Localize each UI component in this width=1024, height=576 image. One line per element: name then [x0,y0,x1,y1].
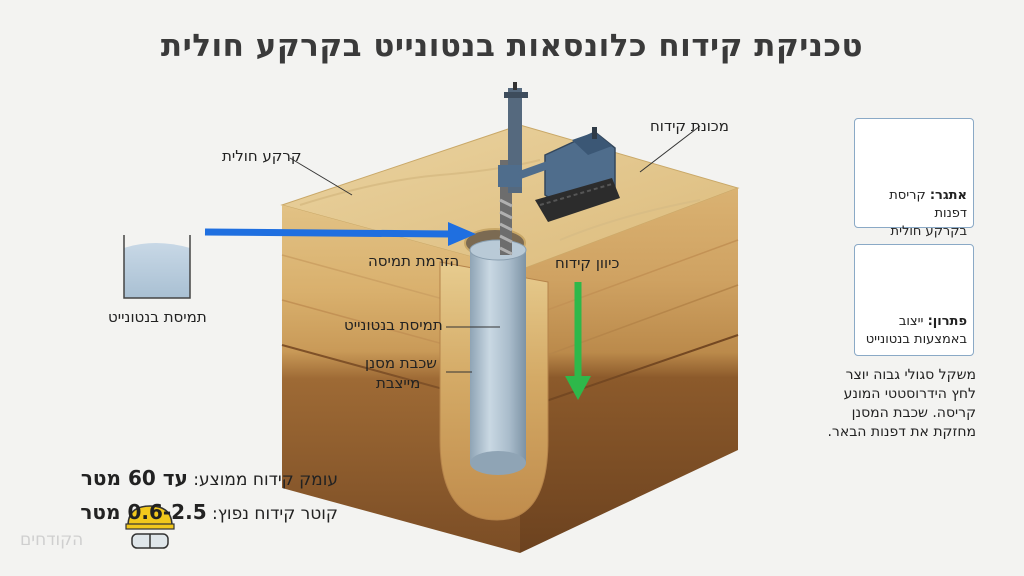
tank-icon [123,235,191,299]
soil-block-side [520,188,738,553]
label-bentonite-slurry: תמיסת בנטונייט [344,316,443,334]
challenge-line1: קריסת דפנות [889,188,967,221]
solution-text: פתרון: ייצוב באמצעות בנטונייט [855,313,967,349]
solution-key: פתרון: [927,314,967,329]
label-tank: תמיסת בנטונייט [108,308,207,326]
solution-line2: באמצעות בנטונייט [865,332,967,347]
label-slurry-injection: הזרמת תמיסה [368,252,460,270]
stat-diameter-label: קוטר קידוח נפוץ: [212,504,338,524]
label-drilling-machine: מכונת קידוח [650,117,729,135]
drilling-rig-icon [498,82,620,222]
stat-depth: עומק קידוח ממוצע: עד 60 מטר [81,466,338,490]
label-sandy-soil: קרקע חולית [222,147,302,165]
safety-helmet-icon [125,505,175,549]
challenge-card: אתגר: קריסת דפנות בקרקע חולית [854,118,974,239]
note-line2: לחץ הידרוסטטי המונע [843,386,976,402]
challenge-line2: בקרקע חולית [890,224,967,239]
label-drilling-direction: כיוון קידוח [555,254,620,272]
note-line1: משקל סגולי גבוה יוצר [845,367,976,383]
stat-depth-label: עומק קידוח ממוצע: [193,470,338,490]
page-title: טכניקת קידוח כלונסאות בנטונייט בקרקע חול… [160,28,864,64]
bentonite-column [470,248,526,463]
label-filter-cake-2: מייצבת [376,374,421,392]
challenge-key: אתגר: [929,188,967,203]
note-line4: מחזקת את דפנות הבאר. [827,424,976,440]
injection-arrow [204,228,451,238]
explanation-note: משקל סגולי גבוה יוצר לחץ הידרוסטטי המונע… [800,366,976,442]
solution-card: פתרון: ייצוב באמצעות בנטונייט [854,244,974,356]
watermark: הקודחים [20,530,84,550]
stat-diameter: קוטר קידוח נפוץ: 0.6-2.5 מטר [80,500,338,524]
note-line3: קריסה. שכבת המסנן [851,405,976,421]
stat-diameter-value: 0.6-2.5 מטר [80,500,207,524]
label-filter-cake-1: שכבת מסנן [365,354,437,372]
stat-depth-value: עד 60 מטר [80,466,188,490]
challenge-text: אתגר: קריסת דפנות בקרקע חולית [855,187,967,241]
solution-line1: ייצוב [898,314,924,329]
